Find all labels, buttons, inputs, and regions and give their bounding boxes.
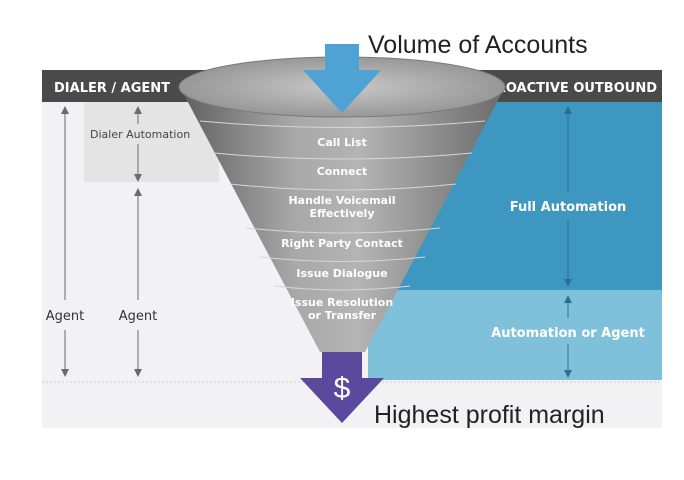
- volume-arrow-icon: [303, 44, 381, 113]
- stage-handle-voicemail-line1: Handle Voicemail: [288, 194, 395, 207]
- right-arrowheads: [564, 106, 572, 378]
- dialer-automation-label: Dialer Automation: [90, 128, 190, 141]
- stage-issue-resolution-line2: or Transfer: [308, 309, 377, 322]
- left-header: DIALER / AGENT: [54, 81, 170, 96]
- funnel-cone: [180, 87, 505, 352]
- stage-handle-voicemail-line2: Effectively: [309, 207, 374, 220]
- stage-separators: [199, 120, 486, 291]
- automation-or-agent-label: Automation or Agent: [491, 326, 645, 341]
- left-arrowheads: [61, 106, 142, 377]
- profit-arrow-icon: [300, 352, 384, 423]
- dollar-icon: $: [334, 372, 351, 405]
- stage-right-party-contact: Right Party Contact: [281, 237, 403, 250]
- stage-call-list: Call List: [317, 136, 366, 149]
- agent-label-inner: Agent: [119, 309, 157, 324]
- left-range-arrows: [64, 110, 139, 372]
- stage-connect: Connect: [317, 165, 368, 178]
- right-header: PROACTIVE OUTBOUND: [486, 81, 657, 96]
- stage-issue-resolution-line1: Issue Resolution: [291, 296, 393, 309]
- automation-or-agent-panel: [368, 290, 662, 380]
- bottom-label: Highest profit margin: [374, 401, 605, 429]
- stage-issue-dialogue: Issue Dialogue: [296, 267, 387, 280]
- top-label: Volume of Accounts: [368, 31, 588, 59]
- full-automation-label: Full Automation: [510, 200, 627, 215]
- agent-label-outer: Agent: [46, 309, 84, 324]
